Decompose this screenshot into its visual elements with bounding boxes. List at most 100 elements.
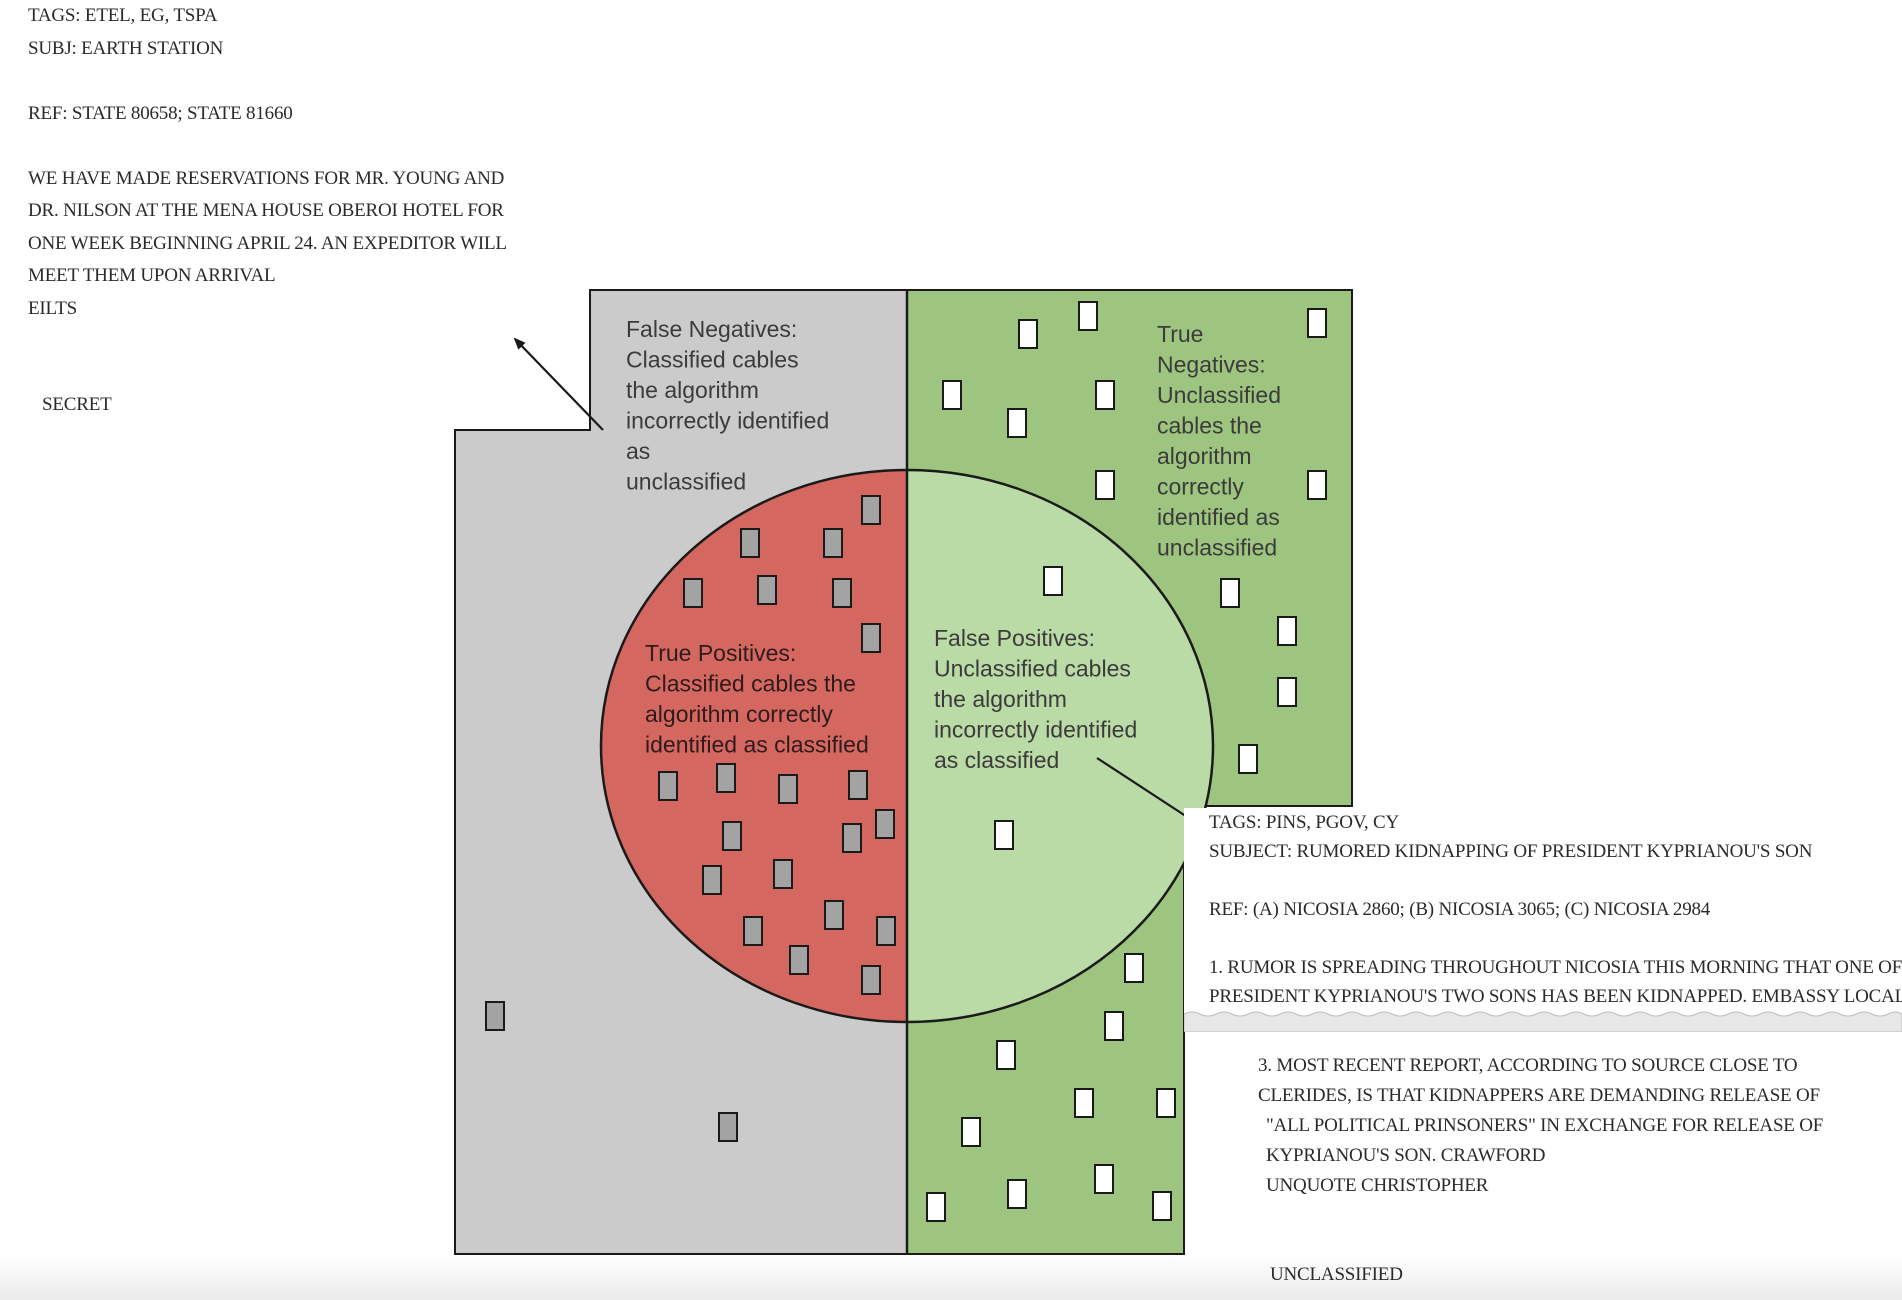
cable-line-gap bbox=[28, 65, 507, 98]
label-line: Unclassified bbox=[1157, 382, 1281, 408]
true-negatives-label: True Negatives: Unclassified cables the … bbox=[1157, 321, 1287, 561]
arrow-to-earth-station-cable bbox=[513, 337, 604, 431]
cable-line-gap bbox=[28, 130, 507, 163]
cable-line: MEET THEM UPON ARRIVAL bbox=[28, 265, 276, 286]
gray-document-icon bbox=[789, 945, 809, 975]
gray-document-icon bbox=[861, 623, 881, 653]
gray-document-icon bbox=[722, 821, 742, 851]
label-line: Classified cables the bbox=[645, 671, 856, 697]
gray-document-icon bbox=[842, 823, 862, 853]
page-bottom-shadow bbox=[0, 1256, 1902, 1300]
cable-line: REF: STATE 80658; STATE 81660 bbox=[28, 102, 293, 124]
white-document-icon bbox=[1152, 1191, 1172, 1221]
white-document-icon bbox=[1094, 1164, 1114, 1194]
classification-unclassified: UNCLASSIFIED bbox=[1270, 1264, 1403, 1285]
white-document-icon bbox=[961, 1117, 981, 1147]
label-line: False Positives: bbox=[934, 625, 1095, 651]
white-document-icon bbox=[996, 1040, 1016, 1070]
white-document-icon bbox=[1074, 1088, 1094, 1118]
gray-document-icon bbox=[485, 1001, 505, 1031]
label-line: identified as classified bbox=[645, 732, 869, 758]
label-line: unclassified bbox=[626, 469, 746, 495]
label-line: True Positives: bbox=[645, 640, 796, 666]
gray-document-icon bbox=[832, 578, 852, 608]
gray-document-icon bbox=[875, 809, 895, 839]
gray-document-icon bbox=[876, 916, 896, 946]
gray-document-icon bbox=[743, 916, 763, 946]
white-document-icon bbox=[1277, 616, 1297, 646]
gray-document-icon bbox=[861, 965, 881, 995]
cable-line: REF: (A) NICOSIA 2860; (B) NICOSIA 3065;… bbox=[1209, 899, 1711, 920]
gray-document-icon bbox=[740, 528, 760, 558]
cable-line: CLERIDES, IS THAT KIDNAPPERS ARE DEMANDI… bbox=[1258, 1085, 1820, 1106]
cable-line: WE HAVE MADE RESERVATIONS FOR MR. YOUNG … bbox=[28, 167, 505, 189]
label-line: incorrectly identified bbox=[934, 717, 1137, 743]
unclassified-markers bbox=[926, 301, 1327, 1222]
cable-line: PRESIDENT KYPRIANOU'S TWO SONS HAS BEEN … bbox=[1209, 986, 1902, 1007]
gray-document-icon bbox=[716, 763, 736, 793]
cable-line: TAGS: PINS, PGOV, CY bbox=[1209, 812, 1399, 833]
cable-line: SUBJ: EARTH STATION bbox=[28, 37, 224, 59]
white-document-icon bbox=[1277, 677, 1297, 707]
label-line: incorrectly identified bbox=[626, 408, 829, 434]
gray-document-icon bbox=[757, 575, 777, 605]
cable-line: 3. MOST RECENT REPORT, ACCORDING TO SOUR… bbox=[1258, 1055, 1798, 1076]
white-document-icon bbox=[1007, 1179, 1027, 1209]
label-line: algorithm bbox=[1157, 443, 1252, 469]
true-positives-label: True Positives: Classified cables the al… bbox=[645, 640, 869, 758]
label-line: Classified cables bbox=[626, 347, 799, 373]
cable-line: UNQUOTE CHRISTOPHER bbox=[1266, 1175, 1489, 1196]
cable-earth-station: TAGS: ETEL, EG, TSPA SUBJ: EARTH STATION… bbox=[28, 0, 513, 325]
cable-line: ONE WEEK BEGINNING APRIL 24. AN EXPEDITO… bbox=[28, 232, 507, 254]
gray-document-icon bbox=[824, 900, 844, 930]
white-document-icon bbox=[1104, 1011, 1124, 1041]
true-positives-region bbox=[599, 468, 907, 1024]
white-document-icon bbox=[1043, 566, 1063, 596]
cable-kidnapping: TAGS: PINS, PGOV, CY SUBJECT: RUMORED KI… bbox=[1184, 808, 1902, 1032]
white-document-icon bbox=[926, 1192, 946, 1222]
white-document-icon bbox=[1095, 380, 1115, 410]
cable-line-gap bbox=[1209, 924, 1902, 953]
cable-line: EILTS bbox=[28, 297, 77, 319]
white-document-icon bbox=[1307, 308, 1327, 338]
label-line: True bbox=[1157, 321, 1203, 347]
cable-line: 1. RUMOR IS SPREADING THROUGHOUT NICOSIA… bbox=[1209, 957, 1902, 978]
gray-document-icon bbox=[848, 770, 868, 800]
label-line: unclassified bbox=[1157, 535, 1277, 561]
torn-edge bbox=[1184, 1011, 1902, 1032]
white-document-icon bbox=[1018, 319, 1038, 349]
white-document-icon bbox=[1095, 470, 1115, 500]
gray-document-icon bbox=[861, 495, 881, 525]
label-line: correctly bbox=[1157, 474, 1244, 500]
white-document-icon bbox=[1220, 578, 1240, 608]
white-document-icon bbox=[1078, 301, 1098, 331]
gray-document-icon bbox=[773, 859, 793, 889]
classification-secret: SECRET bbox=[42, 394, 112, 415]
gray-document-icon bbox=[823, 528, 843, 558]
label-line: as classified bbox=[934, 747, 1059, 773]
label-line: cables the bbox=[1157, 413, 1262, 439]
gray-document-icon bbox=[683, 578, 703, 608]
cable-line: "ALL POLITICAL PRINSONERS" IN EXCHANGE F… bbox=[1266, 1115, 1824, 1136]
classified-markers bbox=[485, 495, 896, 1142]
label-line: identified as bbox=[1157, 504, 1280, 530]
white-document-icon bbox=[1307, 470, 1327, 500]
label-line: False Negatives: bbox=[626, 316, 797, 342]
gray-document-icon bbox=[718, 1112, 738, 1142]
arrow-to-kidnapping-cable bbox=[1096, 757, 1203, 828]
cable-kidnapping-continuation: 3. MOST RECENT REPORT, ACCORDING TO SOUR… bbox=[1258, 1051, 1823, 1201]
white-document-icon bbox=[1156, 1088, 1176, 1118]
label-line: Unclassified cables bbox=[934, 656, 1131, 682]
gray-document-icon bbox=[702, 865, 722, 895]
false-negatives-label: False Negatives: Classified cables the a… bbox=[626, 316, 836, 495]
label-line: algorithm correctly bbox=[645, 701, 833, 727]
white-document-icon bbox=[942, 380, 962, 410]
cable-line: KYPRIANOU'S SON. CRAWFORD bbox=[1266, 1145, 1546, 1166]
white-document-icon bbox=[1007, 408, 1027, 438]
label-line: as bbox=[626, 438, 650, 464]
label-line: the algorithm bbox=[934, 686, 1067, 712]
label-line: the algorithm bbox=[626, 377, 759, 403]
gray-document-icon bbox=[658, 771, 678, 801]
false-positives-region bbox=[907, 468, 1215, 1024]
